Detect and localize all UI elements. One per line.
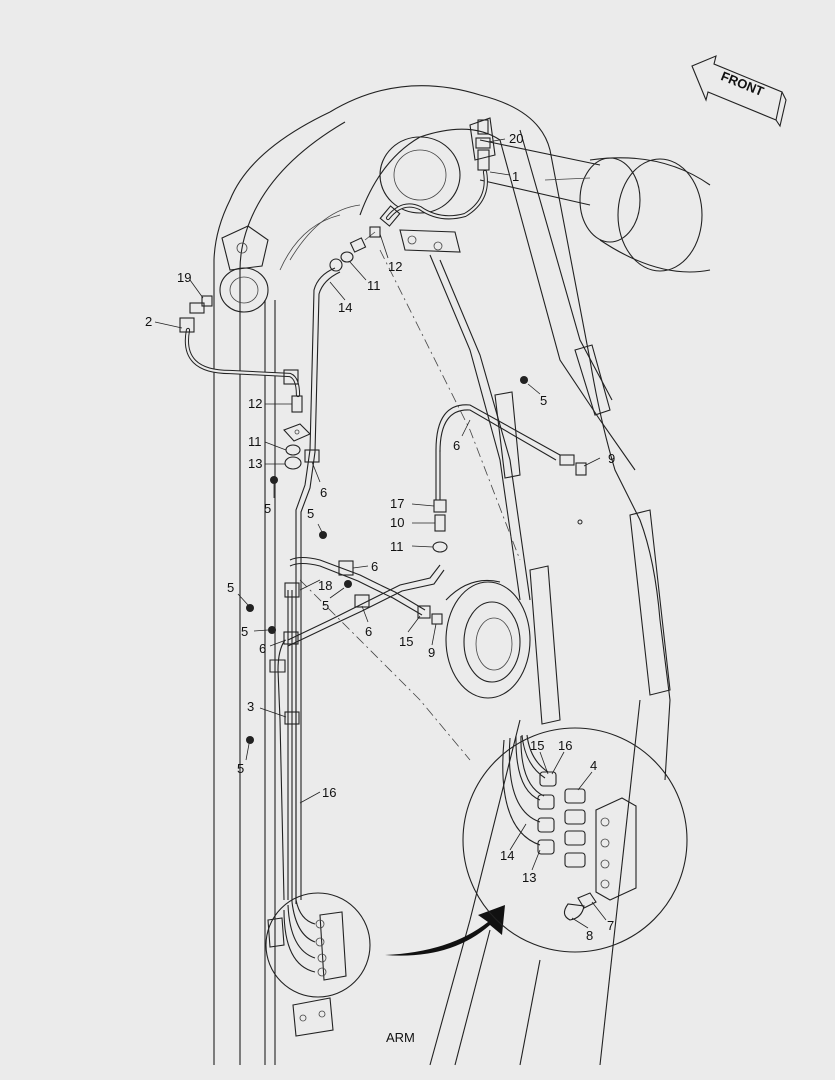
callout-6a: 6 (320, 485, 327, 500)
callout-15b: 15 (530, 738, 544, 753)
callout-11c: 11 (390, 539, 404, 554)
callout-17: 17 (390, 496, 404, 511)
callout-6c: 6 (371, 559, 378, 574)
hose-lines (184, 169, 561, 904)
part-callouts: 20 1 19 2 12 11 14 12 11 13 6 5 5 6 9 17… (145, 131, 615, 943)
callout-16a: 16 (322, 785, 336, 800)
callout-14b: 14 (500, 848, 514, 863)
callout-12b: 12 (248, 396, 262, 411)
callout-5g: 5 (237, 761, 244, 776)
callout-5d: 5 (227, 580, 234, 595)
arm-cylinder (469, 117, 711, 273)
callout-12a: 12 (388, 259, 402, 274)
callout-14a: 14 (338, 300, 352, 315)
drawing-caption: ARM (386, 1030, 415, 1045)
callout-10: 10 (390, 515, 404, 530)
callout-11b: 11 (248, 434, 262, 449)
callout-5e: 5 (322, 598, 329, 613)
callout-9a: 9 (608, 451, 615, 466)
callout-7: 7 (607, 918, 614, 933)
callout-5c: 5 (307, 506, 314, 521)
callout-2: 2 (145, 314, 152, 329)
detail-pointer-arrow (385, 905, 505, 956)
callout-5b: 5 (540, 393, 547, 408)
arm-body-outline (213, 85, 671, 1066)
callout-11a: 11 (367, 278, 381, 293)
front-direction-arrow: FRONT (691, 55, 787, 128)
callout-6d: 6 (259, 641, 266, 656)
callout-5f: 5 (241, 624, 248, 639)
callout-13b: 13 (522, 870, 536, 885)
callout-9b: 9 (428, 645, 435, 660)
callout-20: 20 (509, 131, 523, 146)
callout-8: 8 (586, 928, 593, 943)
callout-15a: 15 (399, 634, 413, 649)
callout-13a: 13 (248, 456, 262, 471)
callout-5a: 5 (264, 501, 271, 516)
callout-18: 18 (318, 578, 332, 593)
leader-lines (154, 138, 607, 929)
front-label: FRONT (719, 68, 766, 99)
fittings (179, 119, 587, 744)
callout-6e: 6 (365, 624, 372, 639)
callout-4: 4 (590, 758, 597, 773)
detail-source-circle (265, 892, 371, 998)
callout-3: 3 (247, 699, 254, 714)
callout-16b: 16 (558, 738, 572, 753)
callout-19: 19 (177, 270, 191, 285)
enlarged-detail-view (462, 727, 688, 953)
callout-1: 1 (512, 169, 519, 184)
callout-6b: 6 (453, 438, 460, 453)
